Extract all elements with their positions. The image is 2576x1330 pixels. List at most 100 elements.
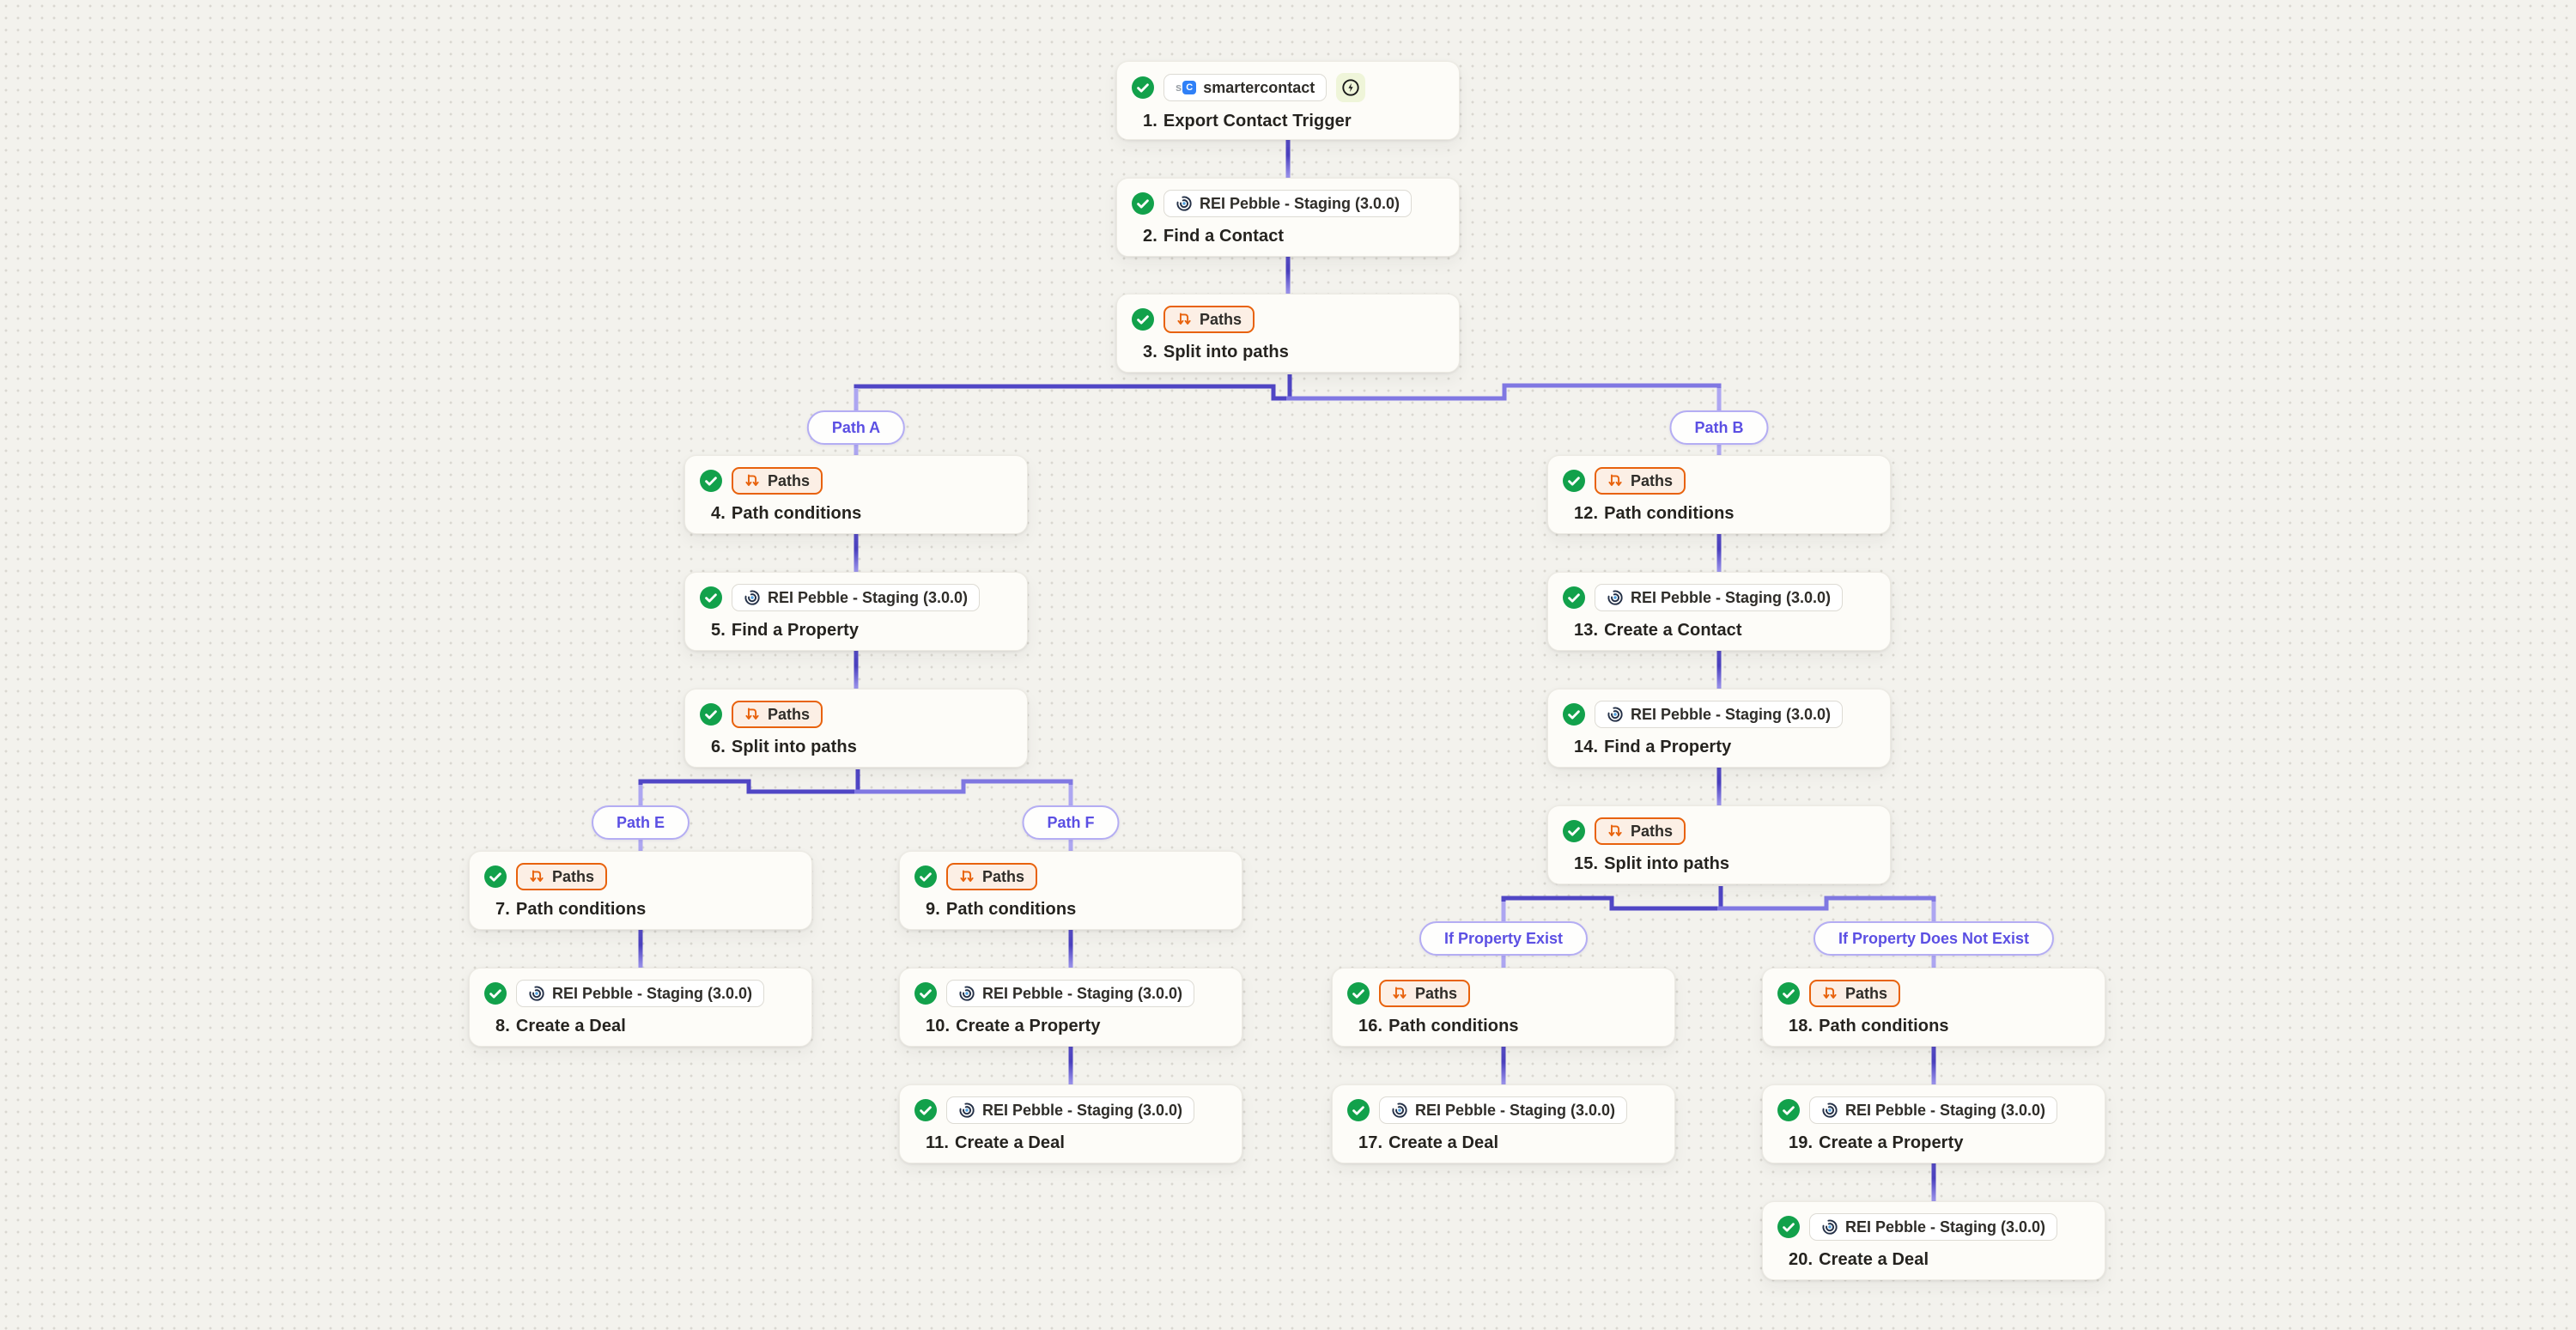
step-title-text: Path conditions [945, 900, 1077, 919]
step-card-7[interactable]: Paths 7.Path conditions [469, 851, 812, 930]
step-title: 2.Find a Contact [1117, 217, 1459, 246]
success-check-icon [1132, 308, 1154, 331]
step-number: 20. [1789, 1250, 1814, 1269]
step-card-17[interactable]: REI Pebble - Staging (3.0.0) 17.Create a… [1332, 1084, 1675, 1163]
step-title: 3.Split into paths [1117, 333, 1459, 362]
step-card-10[interactable]: REI Pebble - Staging (3.0.0) 10.Create a… [899, 968, 1242, 1047]
step-number: 11. [926, 1133, 949, 1152]
app-badge[interactable]: REI Pebble - Staging (3.0.0) [1809, 1213, 2058, 1241]
step-card-11[interactable]: REI Pebble - Staging (3.0.0) 11. Create a… [899, 1084, 1242, 1163]
app-badge[interactable]: Paths [946, 863, 1038, 890]
success-check-icon [1563, 470, 1585, 492]
path-label-path-b[interactable]: Path B [1669, 410, 1769, 445]
app-badge-label: REI Pebble - Staging (3.0.0) [768, 588, 969, 606]
app-badge[interactable]: REI Pebble - Staging (3.0.0) [1379, 1096, 1628, 1124]
step-card-15[interactable]: Paths 15.Split into paths [1547, 805, 1891, 884]
success-check-icon [700, 586, 722, 609]
paths-split-icon [1176, 312, 1193, 328]
app-badge[interactable]: REI Pebble - Staging (3.0.0) [1809, 1096, 2058, 1124]
app-badge[interactable]: Paths [732, 701, 823, 728]
app-badge[interactable]: REI Pebble - Staging (3.0.0) [732, 584, 981, 611]
connector-vertical [1068, 930, 1073, 968]
app-badge[interactable]: Paths [1595, 467, 1686, 495]
step-card-13[interactable]: REI Pebble - Staging (3.0.0) 13.Create a… [1547, 572, 1891, 651]
step-card-19[interactable]: REI Pebble - Staging (3.0.0) 19.Create a… [1762, 1084, 2105, 1163]
step-title: 11. Create a Deal [900, 1124, 1242, 1153]
path-label-if-property-exist[interactable]: If Property Exist [1419, 921, 1589, 956]
step-number: 19. [1789, 1133, 1814, 1152]
path-label-path-a[interactable]: Path A [806, 410, 906, 445]
app-badge-label: REI Pebble - Staging (3.0.0) [1845, 1218, 2046, 1236]
step-title: 5.Find a Property [685, 611, 1027, 641]
connector-stub [1501, 956, 1506, 969]
step-title-text: Create a Deal [955, 1133, 1066, 1152]
path-label-text: Path E [616, 813, 665, 831]
app-badge[interactable]: REI Pebble - Staging (3.0.0) [516, 980, 765, 1007]
rei-pebble-app-icon [1821, 1218, 1838, 1236]
step-number: 10. [926, 1017, 951, 1035]
path-label-if-property-does-not-exist[interactable]: If Property Does Not Exist [1813, 921, 2055, 956]
step-number: 15. [1574, 854, 1599, 873]
step-title: 9. Path conditions [900, 890, 1242, 920]
success-check-icon [1347, 982, 1370, 1005]
app-badge[interactable]: Paths [1809, 980, 1901, 1007]
connector-path-b [1286, 383, 1722, 409]
step-card-3[interactable]: Paths 3.Split into paths [1116, 294, 1460, 373]
connector-stub [1716, 388, 1722, 410]
connector-stub [1716, 445, 1722, 456]
app-badge[interactable]: Paths [1379, 980, 1471, 1007]
app-badge[interactable]: REI Pebble - Staging (3.0.0) [1595, 584, 1844, 611]
path-label-path-f[interactable]: Path F [1022, 805, 1120, 840]
step-title-text: Path conditions [1388, 1017, 1519, 1035]
step-card-6[interactable]: Paths 6.Split into paths [684, 689, 1028, 768]
step-card-14[interactable]: REI Pebble - Staging (3.0.0) 14.Find a P… [1547, 689, 1891, 768]
connector-stub [1931, 902, 1936, 921]
connector-if-property-does-not-exist [1717, 896, 1936, 920]
step-number: 2. [1143, 227, 1157, 246]
step-title: 19.Create a Property [1763, 1124, 2105, 1153]
step-card-4[interactable]: Paths 4.Path conditions [684, 455, 1028, 534]
step-card-2[interactable]: REI Pebble - Staging (3.0.0) 2.Find a Co… [1116, 178, 1460, 257]
step-card-5[interactable]: REI Pebble - Staging (3.0.0) 5.Find a Pr… [684, 572, 1028, 651]
connector-path-f [854, 779, 1073, 804]
app-badge[interactable]: Paths [732, 467, 823, 495]
step-card-18[interactable]: Paths 18.Path conditions [1762, 968, 2105, 1047]
app-badge[interactable]: Paths [1595, 817, 1686, 845]
app-badge-label: Paths [768, 705, 811, 723]
step-title-text: Path conditions [1604, 504, 1735, 523]
path-label-path-e[interactable]: Path E [591, 805, 690, 840]
app-badge[interactable]: REI Pebble - Staging (3.0.0) [946, 1096, 1195, 1124]
step-title-text: Path conditions [515, 900, 647, 919]
step-title-text: Create a Deal [515, 1017, 626, 1035]
step-number: 9. [926, 900, 940, 919]
paths-split-icon [1392, 986, 1408, 1002]
step-title-text: Path conditions [1819, 1017, 1949, 1035]
rei-pebble-app-icon [528, 985, 545, 1002]
step-card-8[interactable]: REI Pebble - Staging (3.0.0) 8. Create a … [469, 968, 812, 1047]
app-badge[interactable]: REI Pebble - Staging (3.0.0) [1163, 190, 1413, 217]
paths-split-icon [1607, 473, 1624, 489]
step-title: 20.Create a Deal [1763, 1241, 2105, 1270]
step-title-text: Create a Contact [1604, 621, 1742, 640]
app-badge[interactable]: Paths [516, 863, 608, 890]
step-card-20[interactable]: REI Pebble - Staging (3.0.0) 20.Create a… [1762, 1201, 2105, 1280]
step-card-9[interactable]: Paths 9. Path conditions [899, 851, 1242, 930]
step-card-16[interactable]: Paths 16.Path conditions [1332, 968, 1675, 1047]
app-badge-label: Paths [1415, 984, 1458, 1002]
step-title: 16.Path conditions [1333, 1007, 1674, 1036]
connector-vertical [1501, 1047, 1506, 1084]
success-check-icon [1777, 1099, 1800, 1121]
success-check-icon [1563, 703, 1585, 726]
app-badge[interactable]: REI Pebble - Staging (3.0.0) [1595, 701, 1844, 728]
step-card-12[interactable]: Paths 12.Path conditions [1547, 455, 1891, 534]
app-badge[interactable]: Paths [1163, 306, 1255, 333]
connector-vertical [1285, 257, 1291, 294]
step-number: 8. [495, 1017, 510, 1035]
step-title-text: Create a Deal [1388, 1133, 1499, 1152]
rei-pebble-app-icon [1176, 195, 1193, 212]
paths-split-icon [1822, 986, 1838, 1002]
app-badge[interactable]: REI Pebble - Staging (3.0.0) [946, 980, 1195, 1007]
